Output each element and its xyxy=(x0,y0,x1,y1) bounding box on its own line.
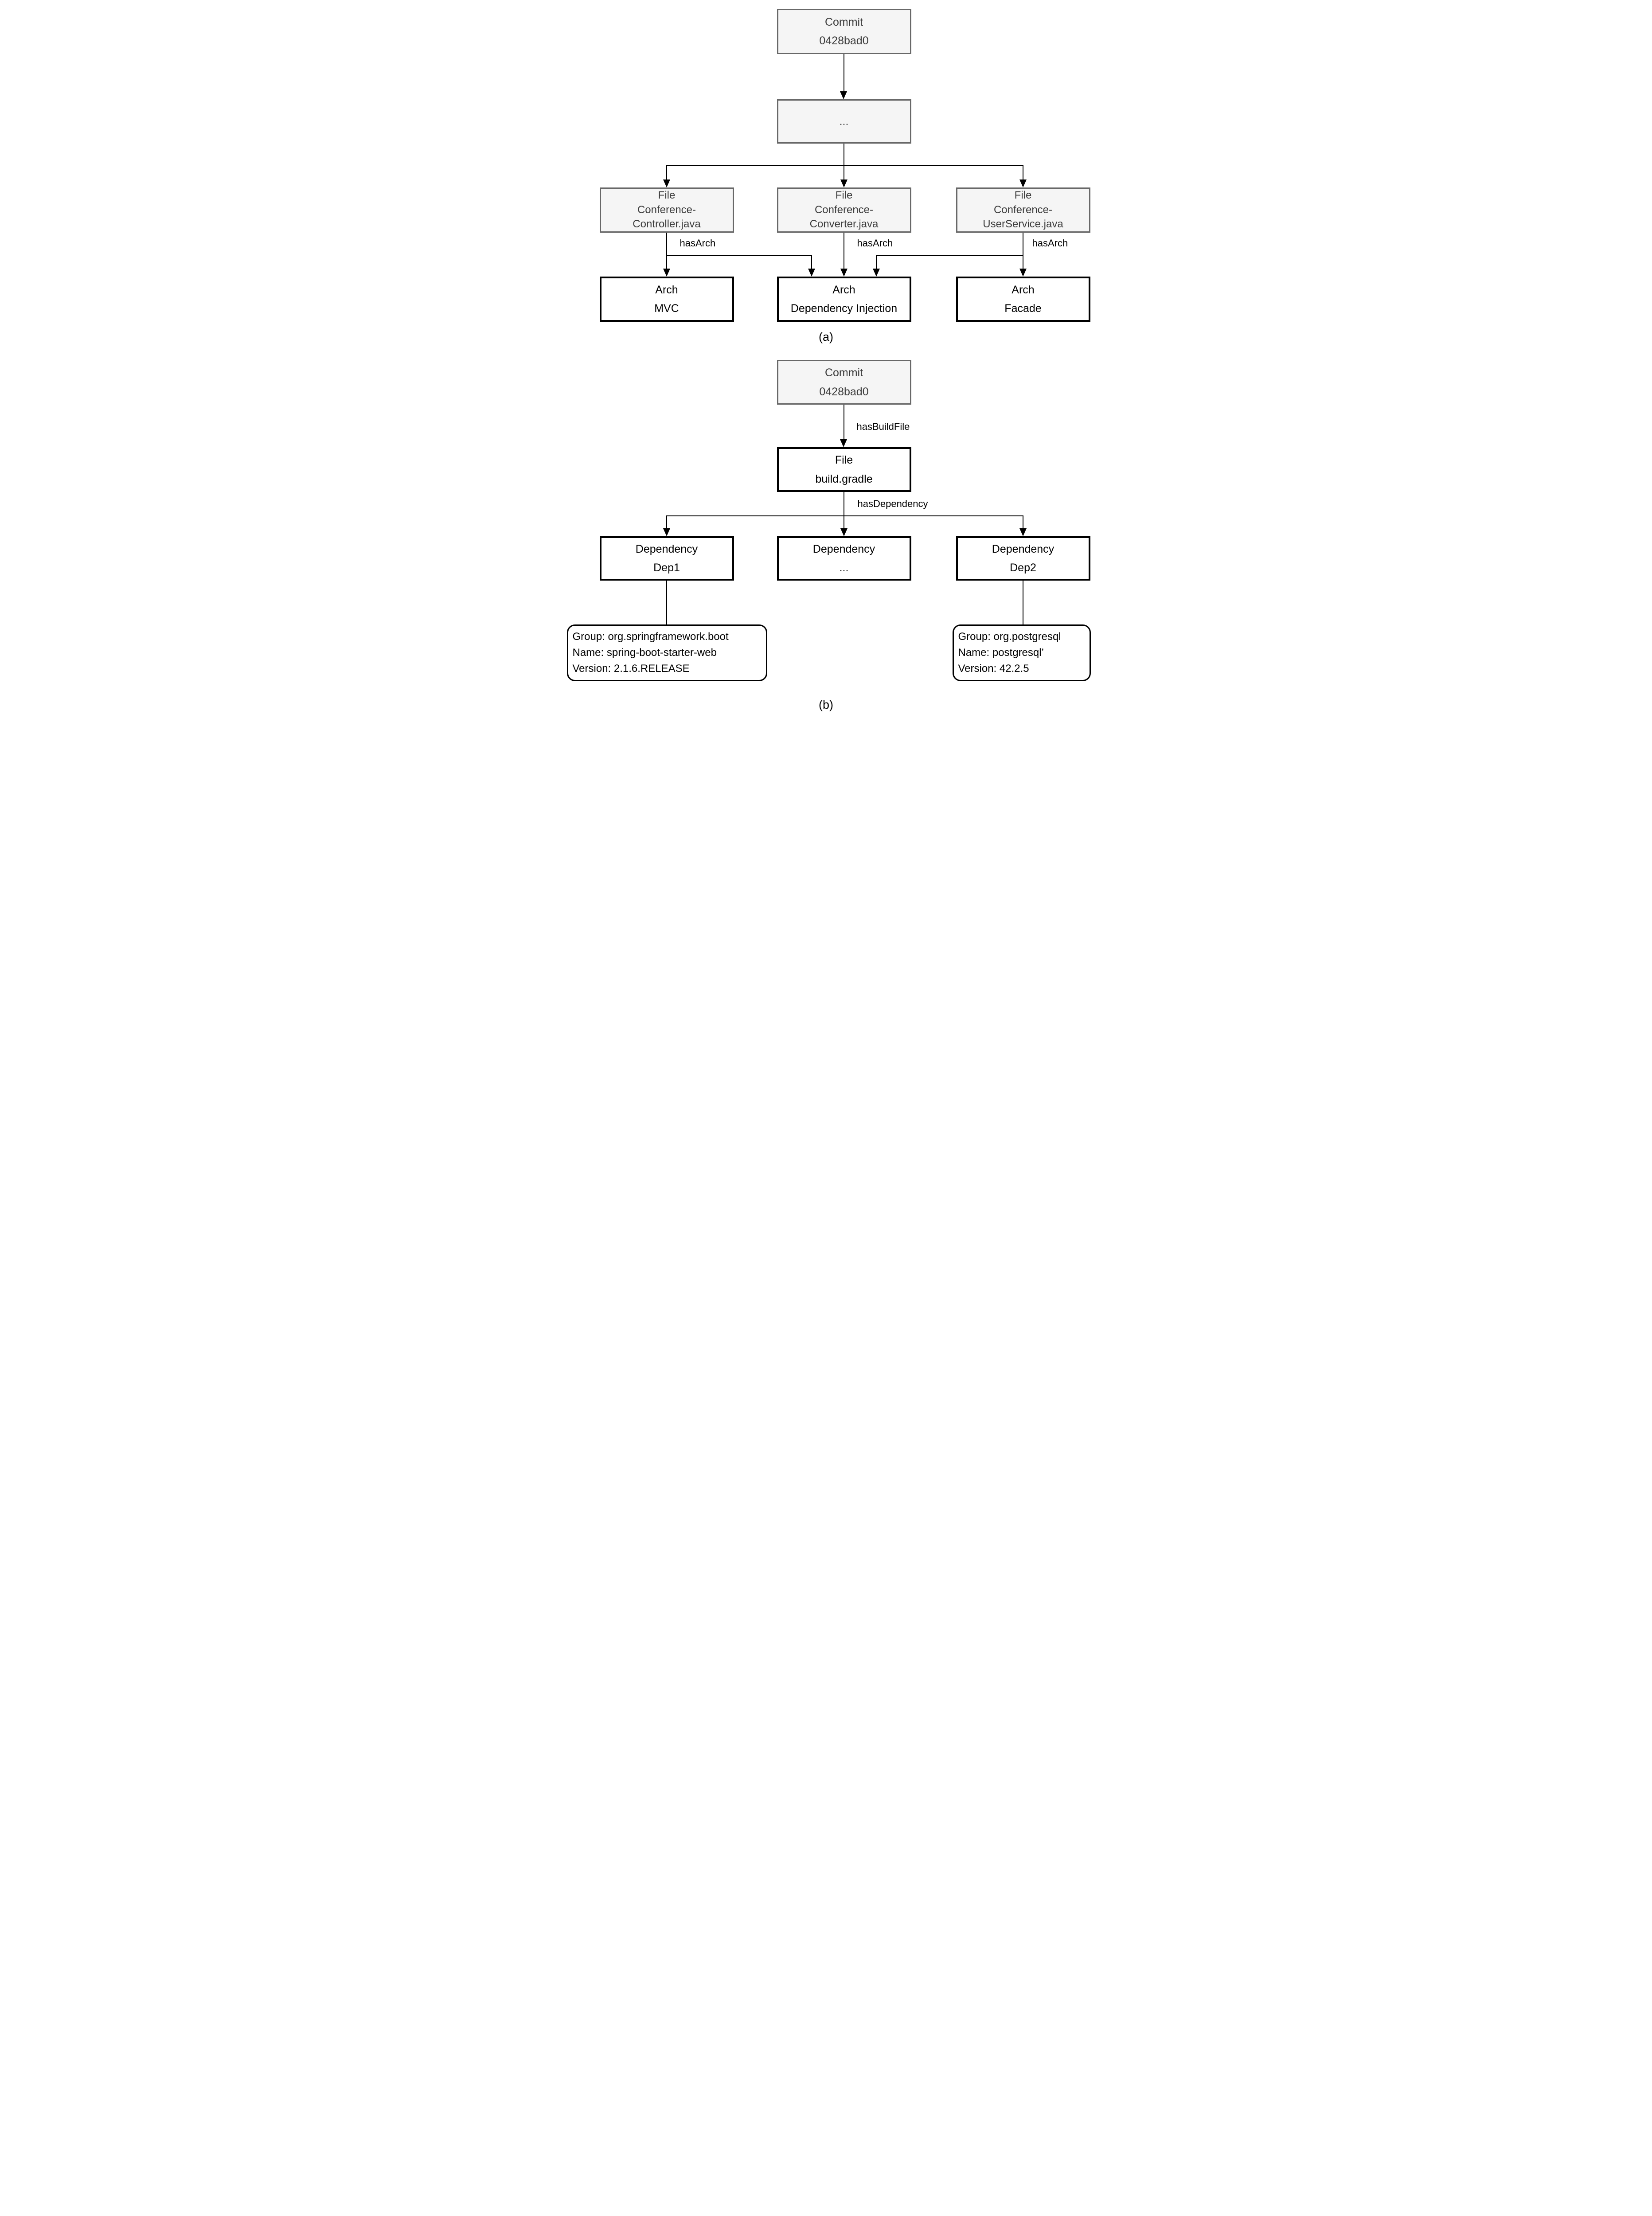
edge-label-hasbuildfile: hasBuildFile xyxy=(854,421,912,433)
edge-dep1-details-line xyxy=(666,581,667,624)
node-arch-mvc-name: MVC xyxy=(654,302,679,315)
node-file-controller-name1: Conference- xyxy=(637,203,696,216)
dep2-group: Group: org.postgresql xyxy=(958,631,1061,643)
arrowhead-icon xyxy=(808,269,815,277)
node-dep-ellipsis-type: Dependency xyxy=(812,542,875,555)
node-file-converter-name1: Conference- xyxy=(814,203,874,216)
dep2-version: Version: 42.2.5 xyxy=(958,663,1029,675)
arrowhead-icon xyxy=(663,269,670,277)
edge-split-dep1-line xyxy=(666,516,667,528)
node-ellipsis-a: ... xyxy=(777,99,911,144)
arrowhead-icon xyxy=(840,179,847,187)
node-file-userservice-name2: UserService.java xyxy=(983,218,1063,230)
edge-userservice-di-branch-bar xyxy=(875,255,1023,256)
edge-dependency-split-bar xyxy=(666,515,1023,516)
edge-split-file1-line xyxy=(666,166,667,180)
node-arch-di-type: Arch xyxy=(832,283,855,296)
node-commit-a: Commit 0428bad0 xyxy=(777,9,911,54)
figure-canvas: Commit 0428bad0 ... File Conference- Con… xyxy=(560,0,1092,718)
node-dep2-details: Group: org.postgresql Name: postgresql’ … xyxy=(952,624,1091,681)
arrowhead-icon xyxy=(840,269,847,277)
arrowhead-icon xyxy=(663,528,670,536)
node-dep2-type: Dependency xyxy=(992,542,1054,555)
edge-label-hasarch-3: hasArch xyxy=(1030,238,1070,249)
dep1-name: Name: spring-boot-starter-web xyxy=(572,647,717,659)
node-file-conference-controller: File Conference- Controller.java xyxy=(599,187,734,233)
node-file-converter-type: File xyxy=(835,189,853,202)
node-ellipsis-a-label: ... xyxy=(839,115,849,128)
node-commit-a-id: 0428bad0 xyxy=(819,35,869,47)
arrowhead-icon xyxy=(1019,179,1027,187)
node-file-controller-name2: Controller.java xyxy=(633,218,701,230)
node-commit-a-type: Commit xyxy=(824,16,863,28)
node-commit-b-type: Commit xyxy=(824,367,863,379)
arrowhead-icon xyxy=(840,439,847,447)
dep1-group: Group: org.springframework.boot xyxy=(572,631,729,643)
arrowhead-icon xyxy=(840,91,847,99)
node-dependency-dep2: Dependency Dep2 xyxy=(956,536,1090,581)
edge-label-hasarch-1: hasArch xyxy=(677,238,718,249)
node-dep2-name: Dep2 xyxy=(1010,562,1036,574)
edge-userservice-di-branch-line xyxy=(875,256,877,269)
dep1-version: Version: 2.1.6.RELEASE xyxy=(572,663,690,675)
node-dependency-dep1: Dependency Dep1 xyxy=(599,536,734,581)
node-file-userservice-type: File xyxy=(1014,189,1032,202)
node-commit-b: Commit 0428bad0 xyxy=(777,360,911,405)
edge-controller-mvc-line xyxy=(666,233,667,269)
node-arch-mvc: Arch MVC xyxy=(599,277,734,322)
node-arch-facade-type: Arch xyxy=(1012,283,1035,296)
node-file-conference-converter: File Conference- Converter.java xyxy=(777,187,911,233)
node-file-controller-type: File xyxy=(658,189,676,202)
node-file-userservice-name1: Conference- xyxy=(993,203,1053,216)
dep2-name: Name: postgresql’ xyxy=(958,647,1044,659)
node-dep1-details: Group: org.springframework.boot Name: sp… xyxy=(566,624,767,681)
node-buildfile-type: File xyxy=(835,454,853,466)
arrowhead-icon xyxy=(1019,269,1027,277)
node-arch-facade: Arch Facade xyxy=(956,277,1090,322)
edge-controller-di-branch-bar xyxy=(666,255,812,256)
edge-ellipsis-split-bar xyxy=(666,165,1023,166)
arrowhead-icon xyxy=(663,179,670,187)
node-file-build-gradle: File build.gradle xyxy=(777,447,911,492)
node-dep1-name: Dep1 xyxy=(653,562,680,574)
edge-controller-di-branch-line xyxy=(811,256,812,269)
node-arch-facade-name: Facade xyxy=(1004,302,1042,315)
node-file-converter-name2: Converter.java xyxy=(809,218,879,230)
edge-label-hasarch-2: hasArch xyxy=(855,238,895,249)
caption-b: (b) xyxy=(819,698,833,711)
node-dep1-type: Dependency xyxy=(635,542,698,555)
arrowhead-icon xyxy=(872,269,880,277)
node-dependency-ellipsis: Dependency ... xyxy=(777,536,911,581)
node-arch-mvc-type: Arch xyxy=(655,283,678,296)
node-file-conference-userservice: File Conference- UserService.java xyxy=(956,187,1090,233)
node-arch-di-name: Dependency Injection xyxy=(790,302,898,315)
node-dep-ellipsis-name: ... xyxy=(839,562,849,574)
arrowhead-icon xyxy=(840,528,847,536)
node-buildfile-name: build.gradle xyxy=(815,472,873,485)
node-commit-b-id: 0428bad0 xyxy=(819,385,869,398)
arrowhead-icon xyxy=(1019,528,1027,536)
caption-a: (a) xyxy=(819,330,833,343)
edge-label-hasdependency: hasDependency xyxy=(855,498,930,510)
node-arch-dependency-injection: Arch Dependency Injection xyxy=(777,277,911,322)
